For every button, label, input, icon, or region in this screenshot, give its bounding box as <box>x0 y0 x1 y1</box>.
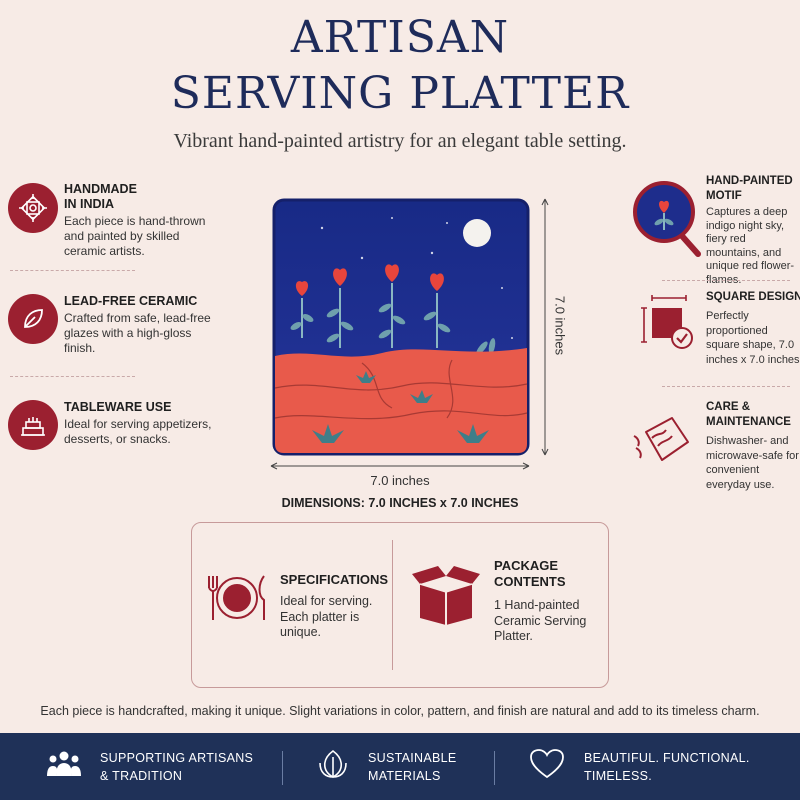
band-line: & TRADITION <box>100 768 183 783</box>
feature-description: Perfectly proportioned square shape, 7.0… <box>706 310 800 366</box>
leaf-outline-icon <box>316 747 350 786</box>
band-text: BEAUTIFUL. FUNCTIONAL. TIMELESS. <box>584 749 750 785</box>
feature-title: HANDMADE IN INDIA <box>64 182 214 212</box>
feature-title-line: MAINTENANCE <box>706 416 791 428</box>
specs-box <box>191 522 609 688</box>
page-subtitle: Vibrant hand-painted artistry for an ele… <box>173 130 627 152</box>
band-line: SUPPORTING ARTISANS <box>100 750 254 765</box>
height-label: 7.0 inches <box>552 295 568 356</box>
heart-icon <box>530 749 564 784</box>
feature-title: HAND-PAINTED MOTIF <box>706 174 800 204</box>
band-item-sustainable: SUSTAINABLE MATERIALS <box>316 733 457 800</box>
package-title: PACKAGE CONTENTS <box>494 558 604 590</box>
leaf-icon <box>8 294 58 344</box>
platter-image <box>272 198 530 456</box>
mandala-icon <box>8 183 58 233</box>
dimensions-caption: DIMENSIONS: 7.0 INCHES x 7.0 INCHES <box>281 496 519 510</box>
package-description: 1 Hand-painted Ceramic Serving Platter. <box>494 598 587 643</box>
divider <box>10 270 135 271</box>
band-line: MATERIALS <box>368 768 441 783</box>
divider <box>10 376 135 377</box>
package-block: PACKAGE CONTENTS 1 Hand-painted Ceramic … <box>494 558 604 645</box>
width-dimension-line <box>270 462 530 470</box>
height-dimension-line <box>541 198 549 456</box>
band-separator <box>282 751 283 785</box>
title-line-2: SERVING PLATTER <box>170 68 630 119</box>
feature-title: TABLEWARE USE <box>64 400 172 414</box>
package-title-line: CONTENTS <box>494 574 566 589</box>
feature-title-line: MOTIF <box>706 190 742 202</box>
feature-title-line: HAND-PAINTED <box>706 175 793 187</box>
title-line-1: ARTISAN <box>290 12 510 63</box>
width-label: 7.0 inches <box>370 473 430 488</box>
divider <box>662 280 790 281</box>
band-line: TIMELESS. <box>584 768 652 783</box>
feature-description: Each piece is hand-thrown and painted by… <box>64 214 206 258</box>
plate-cutlery-icon <box>204 574 270 622</box>
bottom-band: SUPPORTING ARTISANS & TRADITION SUSTAINA… <box>0 733 800 800</box>
specs-box-divider <box>392 540 393 670</box>
box-icon <box>410 562 482 626</box>
feature-title: CARE & MAINTENANCE <box>706 400 800 430</box>
people-icon <box>46 750 82 783</box>
package-title-line: PACKAGE <box>494 558 559 573</box>
feature-description: Captures a deep indigo night sky, fiery … <box>706 206 795 286</box>
divider <box>662 386 790 387</box>
specs-block: SPECIFICATIONS Ideal for serving. Each p… <box>280 572 392 641</box>
band-separator <box>494 751 495 785</box>
feature-description: Ideal for serving appetizers, desserts, … <box>64 417 212 446</box>
cleaning-hand-icon <box>632 412 696 468</box>
feature-title: LEAD-FREE CERAMIC <box>64 294 198 308</box>
band-item-timeless: BEAUTIFUL. FUNCTIONAL. TIMELESS. <box>530 733 750 800</box>
band-line: SUSTAINABLE <box>368 750 457 765</box>
feature-title: SQUARE DESIGN <box>706 291 800 303</box>
specs-description: Ideal for serving. Each platter is uniqu… <box>280 594 373 639</box>
square-check-icon <box>640 294 696 350</box>
magnifier-icon <box>632 178 702 258</box>
band-text: SUSTAINABLE MATERIALS <box>368 749 457 785</box>
specs-title: SPECIFICATIONS <box>280 572 389 587</box>
feature-title-line: HANDMADE <box>64 182 137 196</box>
feature-title-line: IN INDIA <box>64 197 114 211</box>
band-line: BEAUTIFUL. FUNCTIONAL. <box>584 750 750 765</box>
feature-description: Dishwasher- and microwave-safe for conve… <box>706 435 799 491</box>
feature-description: Crafted from safe, lead-free glazes with… <box>64 311 211 355</box>
band-text: SUPPORTING ARTISANS & TRADITION <box>100 749 253 785</box>
cake-icon <box>8 400 58 450</box>
page-title: ARTISAN SERVING PLATTER <box>0 10 800 122</box>
feature-title-line: CARE & <box>706 401 751 413</box>
footnote: Each piece is handcrafted, making it uni… <box>40 704 760 718</box>
band-item-artisans: SUPPORTING ARTISANS & TRADITION <box>46 733 253 800</box>
